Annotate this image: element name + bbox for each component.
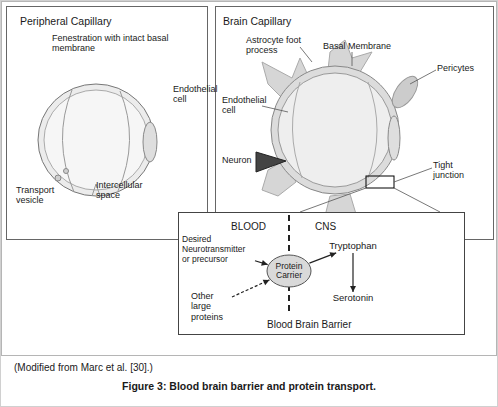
pericyte xyxy=(387,72,422,112)
cell-border xyxy=(118,91,130,191)
node-text: BLOOD xyxy=(231,221,266,233)
connector-arrow xyxy=(309,252,336,263)
carrier-ellipse: Protein Carrier xyxy=(266,254,312,288)
panel-title: Peripheral Capillary xyxy=(20,15,112,27)
caption: Figure 3: Blood brain barrier and protei… xyxy=(0,380,498,392)
neuron-symbol xyxy=(256,152,286,172)
arrow-head xyxy=(329,252,336,258)
zoom-frame xyxy=(366,176,394,188)
carrier-shape xyxy=(267,255,311,287)
text-node: Serotonin xyxy=(327,293,379,304)
endothelial-cell xyxy=(143,122,157,162)
cell-border xyxy=(368,82,377,178)
connector-line xyxy=(352,253,353,292)
arrow-head xyxy=(263,280,270,285)
node-text: Protein Carrier xyxy=(271,262,307,280)
text-node: Tryptophan xyxy=(327,241,379,252)
source-note: (Modified from Marc et al. [30].) xyxy=(14,362,314,374)
node-text: Desired Neurotransmitter or precursor xyxy=(182,235,254,264)
node-text: Other large proteins xyxy=(191,291,231,322)
part-label: Endothelial cell xyxy=(222,95,272,116)
connector-line xyxy=(255,261,268,265)
part-label: Tight junction xyxy=(433,160,478,181)
connector-line xyxy=(232,280,269,297)
part-label: Intercellular space xyxy=(96,180,154,201)
part-label: Fenestration with intact basal membrane xyxy=(52,33,197,54)
inset-box: BLOOD CNS Blood Brain Barrier Protein Carri… xyxy=(178,212,465,335)
arrow-head xyxy=(261,260,268,266)
capillary-lumen xyxy=(44,90,148,190)
node-text: Blood Brain Barrier xyxy=(267,319,351,331)
connector-arrow xyxy=(232,280,269,297)
part-label: Basal Membrane xyxy=(323,41,433,51)
vesicle xyxy=(64,169,69,174)
connector-arrow xyxy=(255,260,268,266)
panel-title: Brain Capillary xyxy=(223,15,291,27)
arrow-head xyxy=(350,286,356,292)
connector-line xyxy=(309,253,336,263)
node-text: CNS xyxy=(315,221,336,233)
part-label: Transport vesicle xyxy=(16,185,68,206)
part-label: Endothelial cell xyxy=(173,84,223,105)
node-text: Serotonin xyxy=(327,293,379,304)
part-label: Neuron xyxy=(222,155,272,165)
cell-border xyxy=(62,90,74,192)
leader-lines xyxy=(262,47,440,212)
capillary-lumen xyxy=(278,73,392,187)
part-label: Pericytes xyxy=(437,63,493,73)
cell-border xyxy=(292,82,302,178)
text-node: Other large proteins xyxy=(191,291,231,322)
vesicle xyxy=(55,175,61,181)
text-node: Desired Neurotransmitter or precursor xyxy=(182,235,254,264)
figure-frame xyxy=(2,2,497,356)
basal-membrane xyxy=(271,66,399,194)
capillary-wall xyxy=(38,84,154,196)
node-text: Tryptophan xyxy=(327,241,379,252)
connector-arrow xyxy=(350,253,356,292)
part-label: Astrocyte foot process xyxy=(246,35,310,56)
endothelial-cell xyxy=(388,116,400,160)
